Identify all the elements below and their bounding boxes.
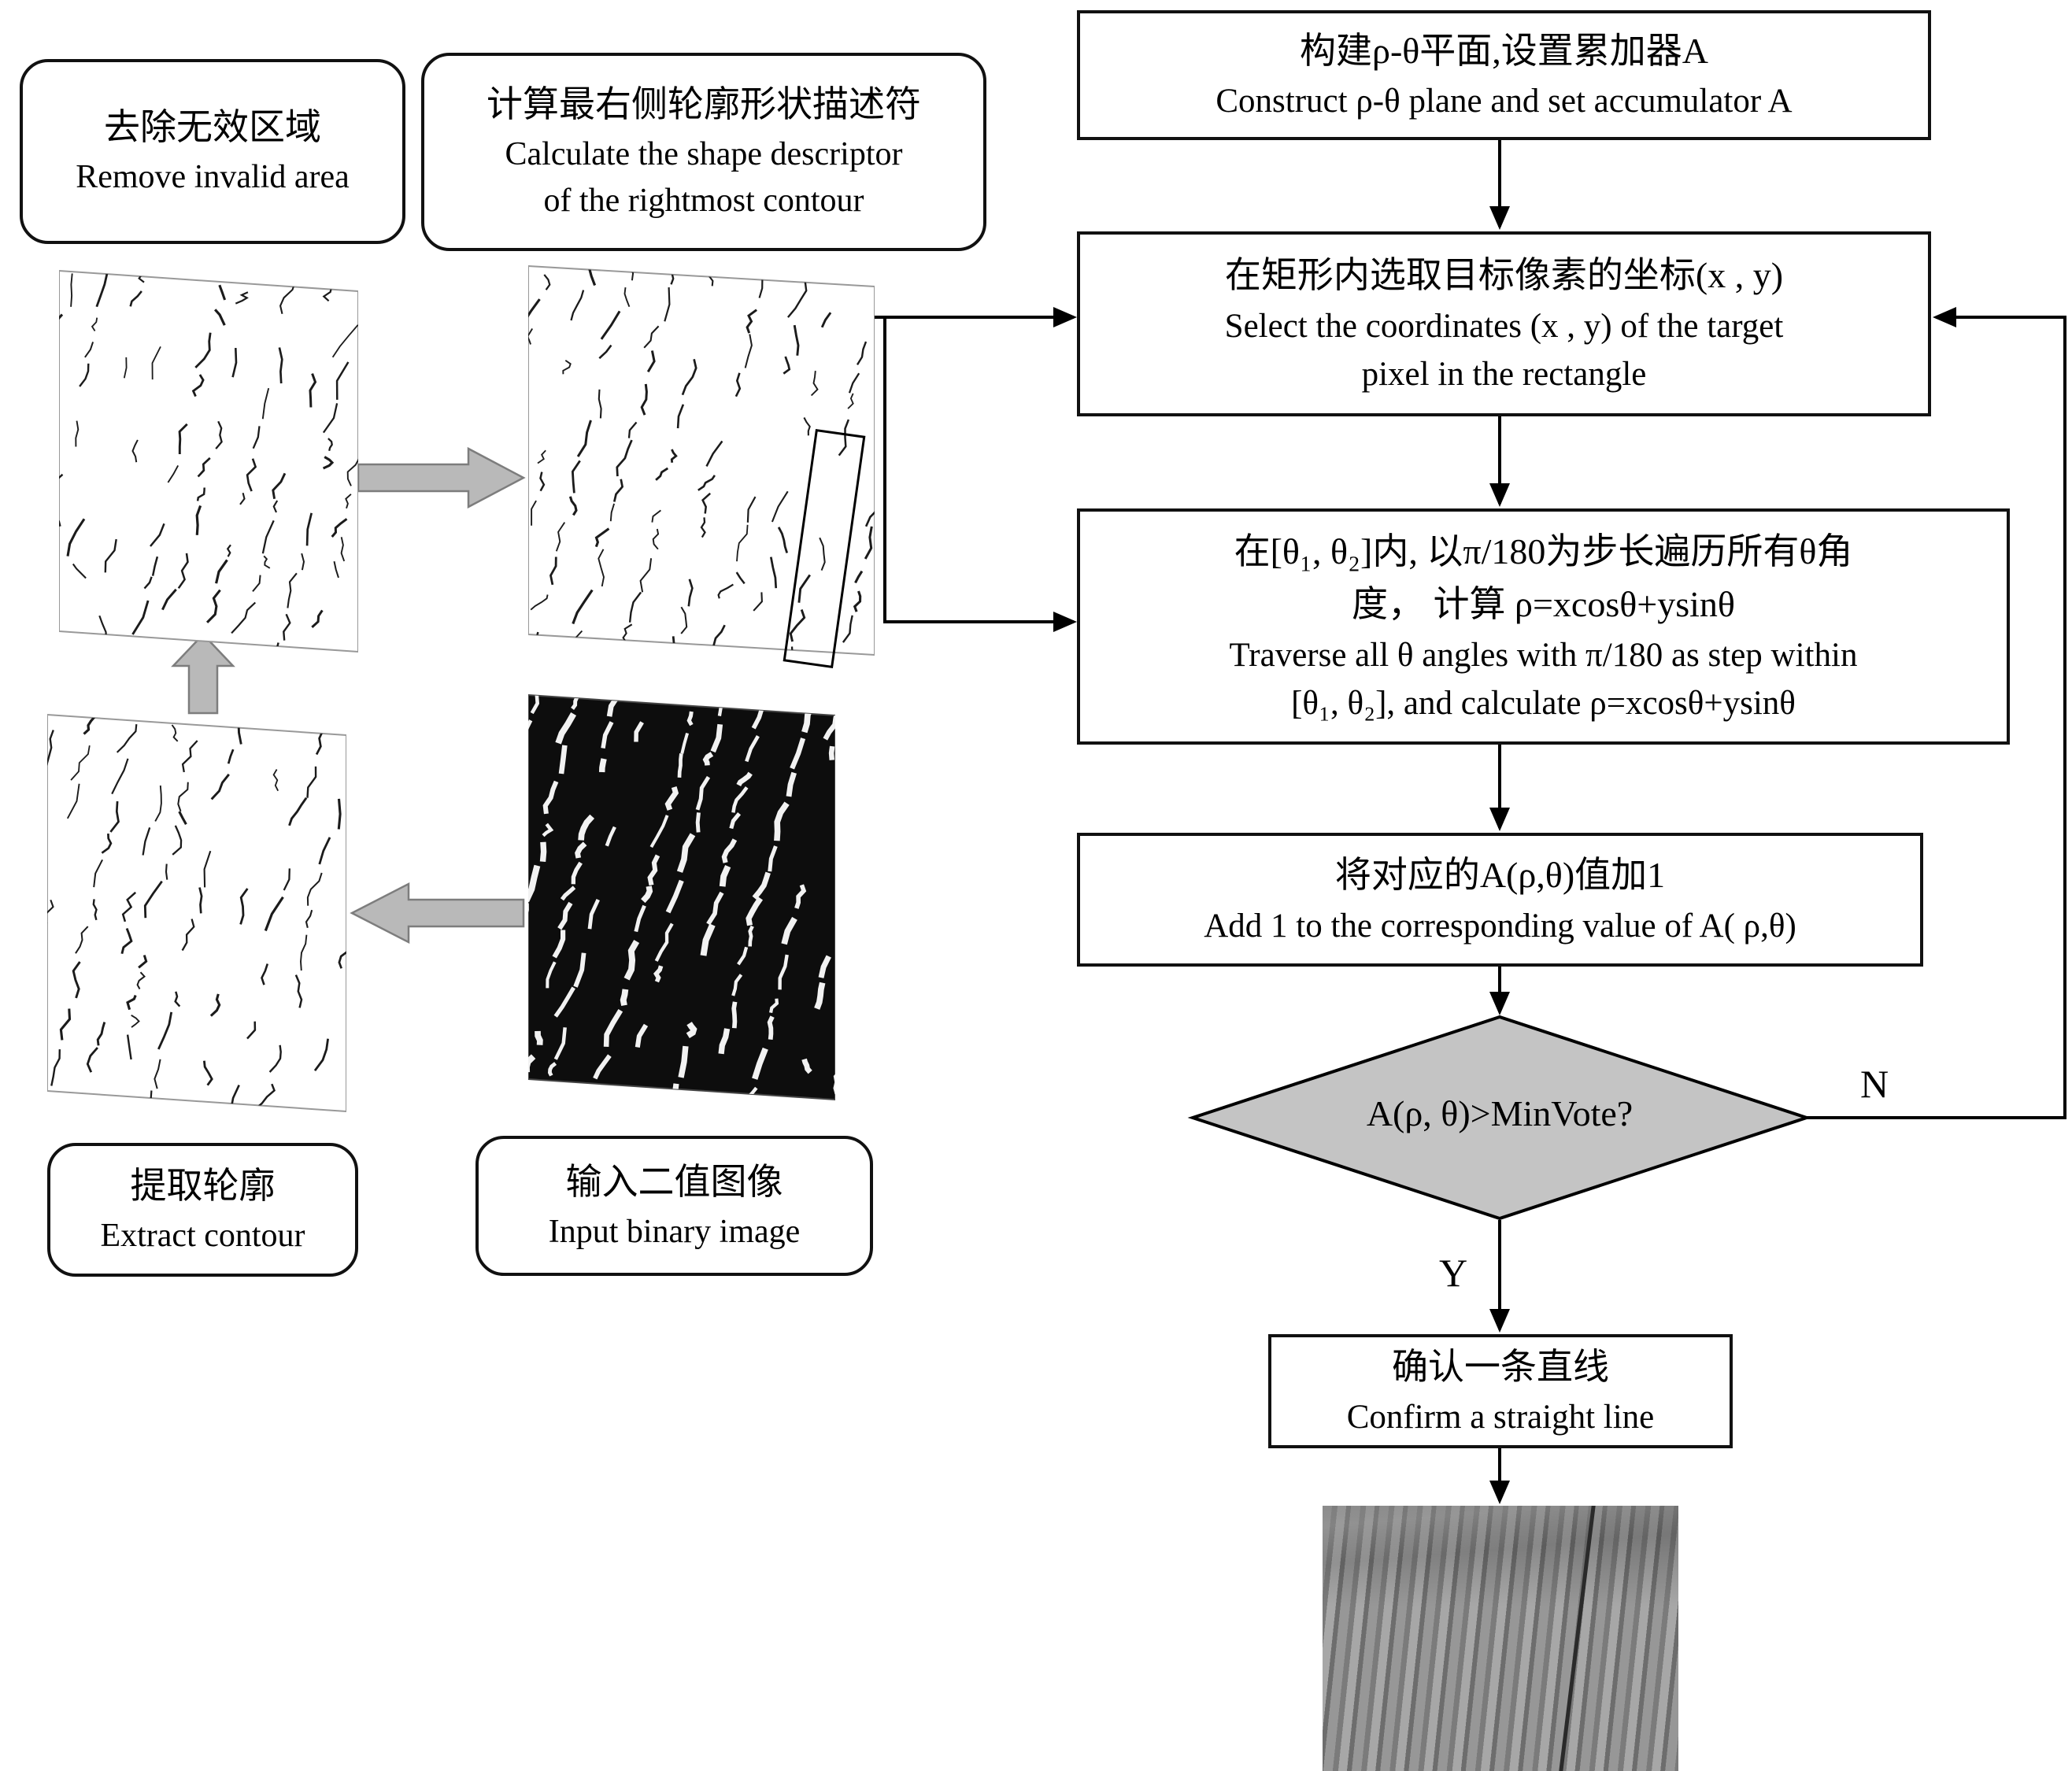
add-en: Add 1 to the corresponding value of A( ρ… [1204, 907, 1796, 945]
add-zh: 将对应的A(ρ,θ)值加1 [1334, 855, 1666, 896]
flow-box-add-accumulator: 将对应的A(ρ,θ)值加1 Add 1 to the corresponding… [1077, 833, 1923, 967]
traverse-zh1: 在[θ₁, θ₂]内, 以π/180为步长遍历所有θ角 [1234, 531, 1853, 572]
decision-label: A(ρ, θ)>MinVote? [1366, 1093, 1634, 1133]
flow-box-select-coordinates: 在矩形内选取目标像素的坐标(x , y) Select the coordina… [1077, 231, 1931, 416]
binary-image [528, 689, 835, 1106]
contour-image-extracted [47, 708, 346, 1118]
extract-contour-zh: 提取轮廓 [130, 1165, 276, 1206]
shape-descriptor-en1: Calculate the shape descriptor [505, 135, 903, 172]
confirm-zh: 确认一条直线 [1392, 1346, 1609, 1387]
input-binary-zh: 输入二值图像 [565, 1161, 783, 1202]
block-arrow-right-icon [357, 446, 526, 509]
result-field-image [1323, 1506, 1678, 1771]
contour-image-with-descriptor [528, 260, 875, 661]
select-en2: pixel in the rectangle [1361, 355, 1647, 393]
traverse-en1: Traverse all θ angles with π/180 as step… [1229, 636, 1858, 674]
box-extract-contour: 提取轮廓 Extract contour [47, 1143, 358, 1277]
select-en1: Select the coordinates (x , y) of the ta… [1224, 307, 1784, 345]
decision-diamond [1187, 1015, 1812, 1221]
shape-descriptor-en2: of the rightmost contour [543, 183, 864, 220]
block-arrow-left-icon [350, 882, 525, 945]
select-zh: 在矩形内选取目标像素的坐标(x , y) [1224, 255, 1784, 296]
box-shape-descriptor: 计算最右侧轮廓形状描述符 Calculate the shape descrip… [421, 53, 986, 251]
branch-label-no: N [1859, 1062, 1889, 1106]
traverse-en2: [θ₁, θ₂], and calculate ρ=xcosθ+ysinθ [1291, 684, 1796, 722]
construct-en: Construct ρ-θ plane and set accumulator … [1215, 83, 1793, 120]
box-input-binary-image: 输入二值图像 Input binary image [475, 1136, 873, 1276]
block-arrow-up-icon [171, 633, 235, 715]
flow-box-traverse-angles: 在[θ₁, θ₂]内, 以π/180为步长遍历所有θ角 度， 计算 ρ=xcos… [1077, 508, 2010, 745]
connector-image-to-traverse [883, 317, 1077, 632]
shape-descriptor-zh: 计算最右侧轮廓形状描述符 [487, 84, 921, 125]
flow-box-confirm-line: 确认一条直线 Confirm a straight line [1268, 1334, 1733, 1448]
flow-box-construct-plane: 构建ρ-θ平面,设置累加器A Construct ρ-θ plane and s… [1077, 10, 1931, 140]
remove-invalid-en: Remove invalid area [76, 159, 350, 196]
traverse-zh2: 度， 计算 ρ=xcosθ+ysinθ [1352, 583, 1735, 624]
extract-contour-en: Extract contour [100, 1217, 305, 1254]
box-remove-invalid-area: 去除无效区域 Remove invalid area [20, 59, 405, 244]
contour-image-cleaned [59, 264, 358, 658]
input-binary-en: Input binary image [548, 1213, 801, 1250]
connector-decision-no-loop [1807, 307, 2066, 1119]
construct-zh: 构建ρ-θ平面,设置累加器A [1299, 30, 1709, 71]
branch-label-yes: Y [1438, 1251, 1468, 1295]
detected-row-line [1556, 1506, 1598, 1771]
confirm-en: Confirm a straight line [1346, 1399, 1655, 1436]
remove-invalid-zh: 去除无效区域 [104, 107, 321, 148]
